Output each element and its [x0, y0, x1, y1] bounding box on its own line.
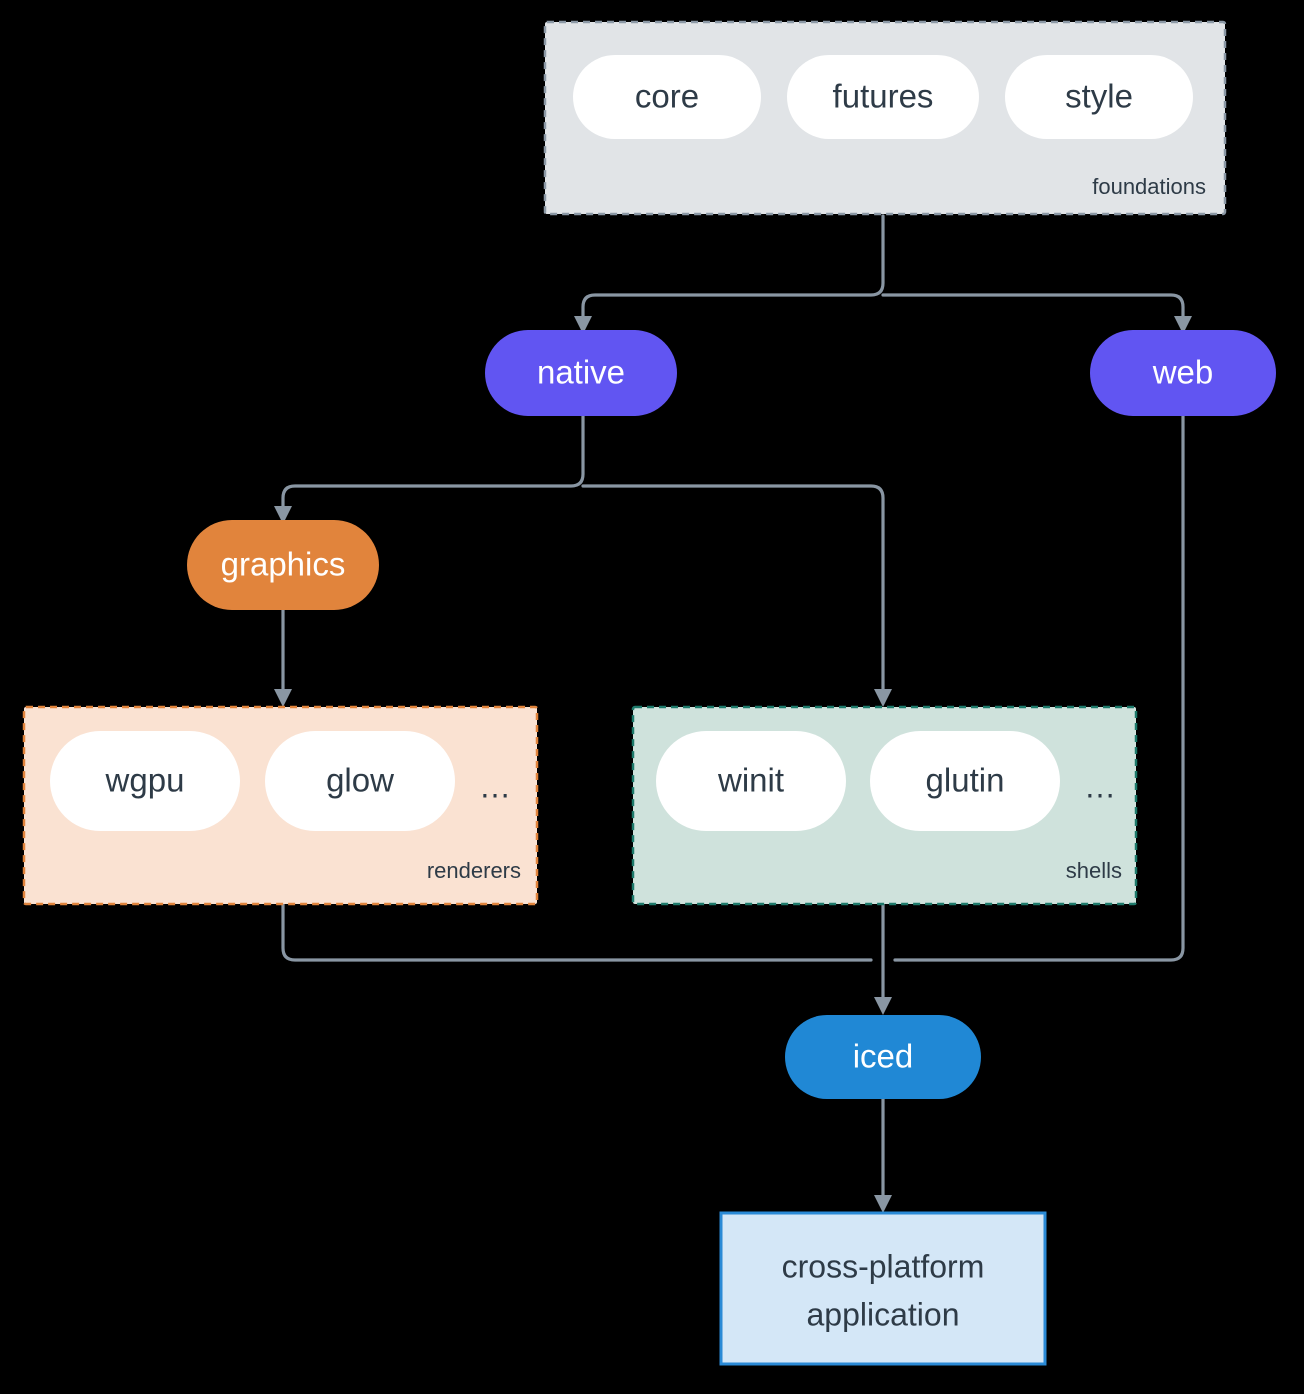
node-glow[interactable]: glow [265, 731, 455, 831]
arrowhead-application [874, 1195, 892, 1213]
node-graphics[interactable]: graphics [187, 520, 379, 610]
node-glutin[interactable]: glutin [870, 731, 1060, 831]
application-box-label-line2: application [807, 1296, 960, 1332]
edge-native-to-graphics [281, 414, 585, 516]
node-style-shape [1005, 55, 1193, 139]
node-web[interactable]: web [1090, 330, 1276, 416]
group-foundations[interactable]: core futures style foundations [543, 20, 1227, 216]
node-futures-shape [787, 55, 979, 139]
node-style[interactable]: style [1005, 55, 1193, 139]
edge-layer [274, 214, 1192, 1213]
node-glutin-label: glutin [926, 762, 1005, 799]
node-web-shape [1090, 330, 1276, 416]
node-graphics-label: graphics [221, 546, 346, 583]
node-winit-shape [656, 731, 846, 831]
group-renderers-label: renderers [427, 858, 521, 883]
group-shells-label: shells [1066, 858, 1122, 883]
shells-ellipsis: … [1084, 768, 1116, 804]
arrowhead-web [1174, 316, 1192, 334]
node-glow-shape [265, 731, 455, 831]
arrowhead-native [574, 316, 592, 334]
edge-foundations-to-native-web [581, 214, 885, 324]
application-box-label-line1: cross-platform [782, 1248, 985, 1284]
edge-native-to-shells [581, 484, 885, 698]
node-style-label: style [1065, 78, 1133, 115]
group-shells[interactable]: winit glutin … shells [631, 705, 1138, 906]
node-winit[interactable]: winit [656, 731, 846, 831]
node-iced[interactable]: iced [785, 1015, 981, 1099]
application-box-shape [719, 1211, 1047, 1366]
edge-foundations-to-web-branch [881, 293, 1185, 324]
node-iced-label: iced [853, 1038, 914, 1075]
node-glow-label: glow [326, 762, 394, 799]
node-core-shape [573, 55, 761, 139]
node-graphics-shape [187, 520, 379, 610]
node-native-label: native [537, 354, 625, 391]
node-core-label: core [635, 78, 699, 115]
node-native[interactable]: native [485, 330, 677, 416]
arrowhead-iced [874, 997, 892, 1015]
node-futures-label: futures [833, 78, 934, 115]
arrowhead-graphics [274, 506, 292, 524]
arrowhead-shells [874, 689, 892, 707]
group-renderers[interactable]: wgpu glow … renderers [22, 705, 539, 906]
node-wgpu-label: wgpu [105, 762, 185, 799]
edge-renderers-to-iced [281, 902, 873, 962]
node-web-label: web [1152, 354, 1214, 391]
arrowhead-renderers [274, 689, 292, 707]
node-glutin-shape [870, 731, 1060, 831]
node-wgpu[interactable]: wgpu [50, 731, 240, 831]
node-winit-label: winit [717, 762, 784, 799]
group-foundations-label: foundations [1092, 174, 1206, 199]
renderers-ellipsis: … [479, 768, 511, 804]
node-native-shape [485, 330, 677, 416]
node-futures[interactable]: futures [787, 55, 979, 139]
node-cross-platform-application[interactable]: cross-platform application [719, 1211, 1047, 1366]
edge-web-to-iced [893, 414, 1185, 962]
node-iced-shape [785, 1015, 981, 1099]
node-core[interactable]: core [573, 55, 761, 139]
node-wgpu-shape [50, 731, 240, 831]
